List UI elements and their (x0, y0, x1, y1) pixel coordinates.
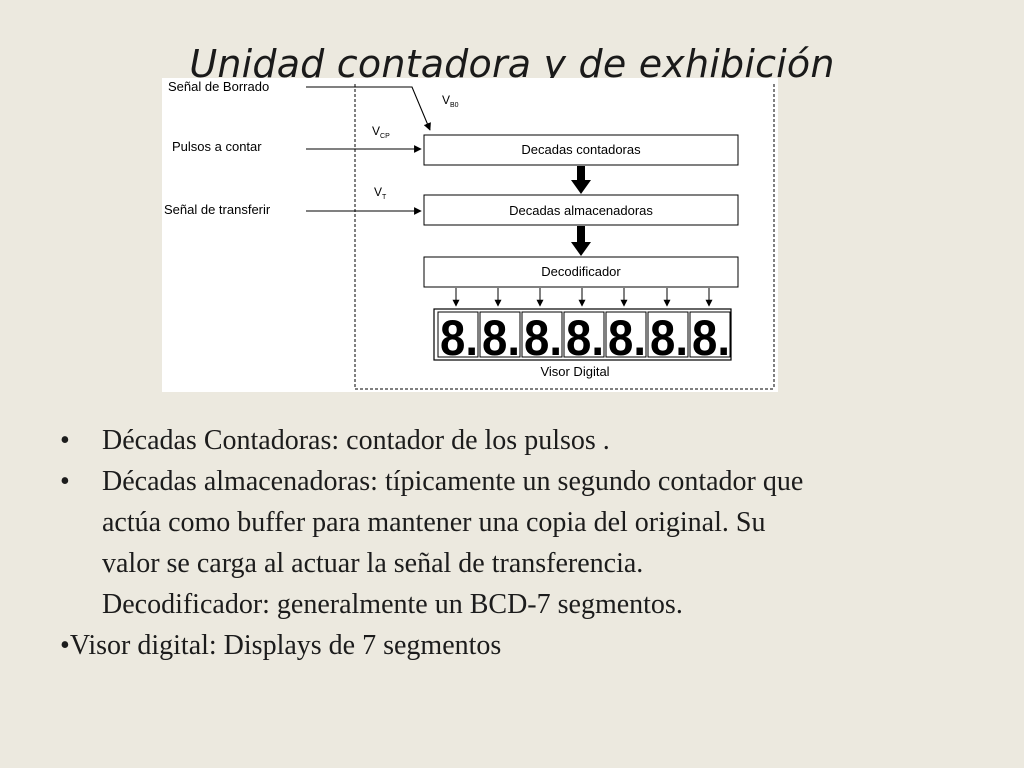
bullet-text: Visor digital: Displays de 7 segmentos (69, 630, 502, 661)
counter-display-diagram: Señal de Borrado VB0 Pulsos a contar VCP… (162, 78, 778, 392)
visor-digital-label: Visor Digital (540, 364, 609, 379)
digit-6: 8. (650, 310, 688, 366)
digit-4: 8. (566, 310, 604, 366)
bullet-marker: • (60, 425, 70, 456)
digit-2: 8. (482, 310, 520, 366)
block-decodificador-label: Decodificador (541, 264, 621, 279)
slide-title: Unidad contadora y de exhibición (189, 42, 835, 82)
borrado-line (306, 86, 431, 131)
bullet-list: • Décadas Contadoras: contador de los pu… (60, 420, 980, 666)
display-cell-6 (647, 311, 689, 358)
display-cell-1 (437, 311, 479, 358)
thick-arrow-1 (571, 166, 591, 194)
thick-arrow-2 (571, 226, 591, 256)
bullet-continuation: Decodificador: generalmente un BCD-7 seg… (60, 584, 980, 625)
signal-transferir-label: Señal de transferir (164, 202, 271, 217)
block-decadas-contadoras (423, 134, 739, 166)
bullet-text: Décadas almacenadoras: típicamente un se… (102, 466, 804, 497)
display-cell-4 (563, 311, 605, 358)
digit-5: 8. (608, 310, 646, 366)
signal-borrado-label: Señal de Borrado (168, 79, 269, 94)
display-cell-5 (605, 311, 647, 358)
bullet-marker: • (60, 630, 70, 661)
bullet-marker: • (60, 466, 70, 497)
bullet-text: valor se carga al actuar la señal de tra… (102, 548, 644, 579)
vt-label: VT (374, 185, 387, 201)
seven-segment-digits: 8. 8. 8. 8. 8. 8. 8. (440, 310, 730, 366)
bullet-continuation: actúa como buffer para mantener una copi… (60, 502, 980, 543)
vb0-label: VB0 (442, 93, 459, 109)
digit-7: 8. (692, 310, 730, 366)
vcp-label: VCP (372, 124, 390, 140)
block-almacenadoras-label: Decadas almacenadoras (509, 203, 653, 218)
bullet-text: Decodificador: generalmente un BCD-7 seg… (102, 589, 683, 620)
display-cell-3 (521, 311, 563, 358)
block-decadas-almacenadoras (423, 194, 739, 226)
decoder-output-arrows (452, 288, 713, 307)
bullet-item: • Décadas almacenadoras: típicamente un … (60, 461, 980, 502)
seven-segment-cells (437, 311, 731, 358)
diagram-svg: Señal de Borrado VB0 Pulsos a contar VCP… (164, 79, 775, 390)
block-contadoras-label: Decadas contadoras (521, 142, 641, 157)
bullet-item: • Décadas Contadoras: contador de los pu… (60, 420, 980, 461)
digit-1: 8. (440, 310, 478, 366)
block-decodificador (423, 256, 739, 288)
display-cell-7 (689, 311, 731, 358)
seven-segment-frame (433, 308, 732, 361)
display-cell-2 (479, 311, 521, 358)
bullet-continuation: valor se carga al actuar la señal de tra… (60, 543, 980, 584)
bullet-text: Décadas Contadoras: contador de los puls… (102, 425, 610, 456)
bullet-text: actúa como buffer para mantener una copi… (102, 507, 766, 538)
bullet-item: •Visor digital: Displays de 7 segmentos (60, 625, 980, 666)
signal-pulsos-label: Pulsos a contar (172, 139, 262, 154)
digit-3: 8. (524, 310, 562, 366)
